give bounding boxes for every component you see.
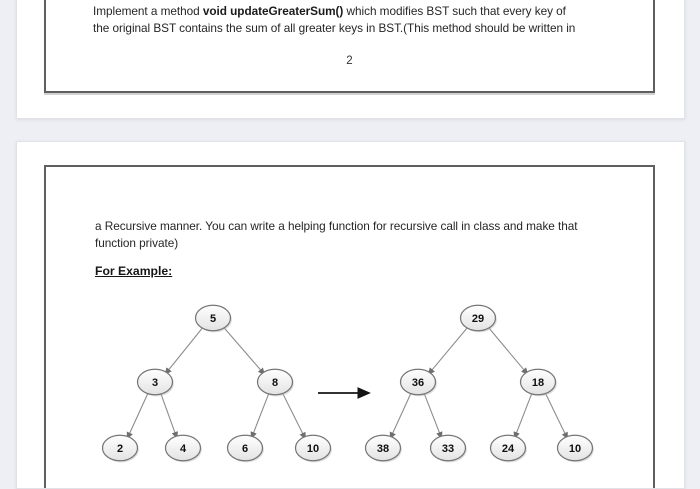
- tree-node-label: 5: [210, 313, 216, 325]
- text-run: Implement a method: [93, 4, 203, 18]
- tree-node-label: 4: [180, 443, 187, 455]
- tree-edge: [126, 391, 149, 440]
- paragraph-line: a Recursive manner. You can write a help…: [95, 219, 578, 233]
- tree-node: [256, 368, 294, 396]
- page-2-paragraph: a Recursive manner. You can write a help…: [95, 218, 578, 251]
- tree-edge: [487, 326, 529, 375]
- tree-node-label: 36: [412, 377, 424, 389]
- tree-edge: [544, 391, 568, 440]
- tree-node: [556, 434, 594, 462]
- tree-node: [399, 368, 437, 396]
- page-number: 2: [346, 55, 353, 67]
- tree-edge: [281, 391, 306, 440]
- tree-node: [136, 368, 174, 396]
- page-2-scan-border: [44, 165, 655, 488]
- tree-edge: [159, 392, 178, 439]
- page-1-scan-border: [44, 0, 655, 93]
- tree-node: [194, 304, 232, 332]
- tree-node-label: 10: [307, 443, 319, 455]
- tree-edge: [423, 392, 443, 440]
- text-run: which modifies BST such that every key o…: [343, 4, 566, 18]
- tree-node-label: 24: [502, 443, 515, 455]
- tree-node: [459, 304, 497, 332]
- page-1-card: Implement a method void updateGreaterSum…: [16, 0, 685, 119]
- tree-node-label: 6: [242, 443, 248, 455]
- tree-edge: [164, 326, 205, 375]
- page-2-card: a Recursive manner. You can write a help…: [16, 141, 685, 489]
- tree-node-label: 3: [152, 377, 158, 389]
- tree-node: [101, 434, 139, 462]
- tree-node: [294, 434, 332, 462]
- paragraph-line: Implement a method void updateGreaterSum…: [93, 3, 575, 20]
- paragraph-line: function private): [95, 235, 179, 250]
- tree-node-label: 10: [569, 443, 581, 455]
- tree-edge: [389, 391, 412, 440]
- tree-node-label: 18: [532, 377, 544, 389]
- tree-edge: [222, 325, 266, 376]
- tree-edge: [513, 392, 533, 440]
- tree-node-label: 2: [117, 443, 123, 455]
- tree-node: [364, 434, 402, 462]
- tree-node-label: 38: [377, 443, 389, 455]
- tree-node: [226, 434, 264, 462]
- tree-node: [429, 434, 467, 462]
- example-heading: For Example:: [95, 264, 173, 278]
- paragraph-line: the original BST contains the sum of all…: [93, 20, 576, 35]
- tree-edge: [427, 326, 469, 375]
- tree-node-label: 8: [272, 377, 278, 389]
- tree-node: [164, 434, 202, 462]
- tree-node-label: 29: [472, 313, 484, 325]
- method-signature: void updateGreaterSum(): [202, 4, 344, 18]
- tree-node: [519, 368, 557, 396]
- tree-node-label: 33: [442, 443, 454, 455]
- tree-edge: [250, 392, 270, 440]
- page-1-paragraph: Implement a method void updateGreaterSum…: [93, 3, 575, 36]
- tree-node: [489, 434, 527, 462]
